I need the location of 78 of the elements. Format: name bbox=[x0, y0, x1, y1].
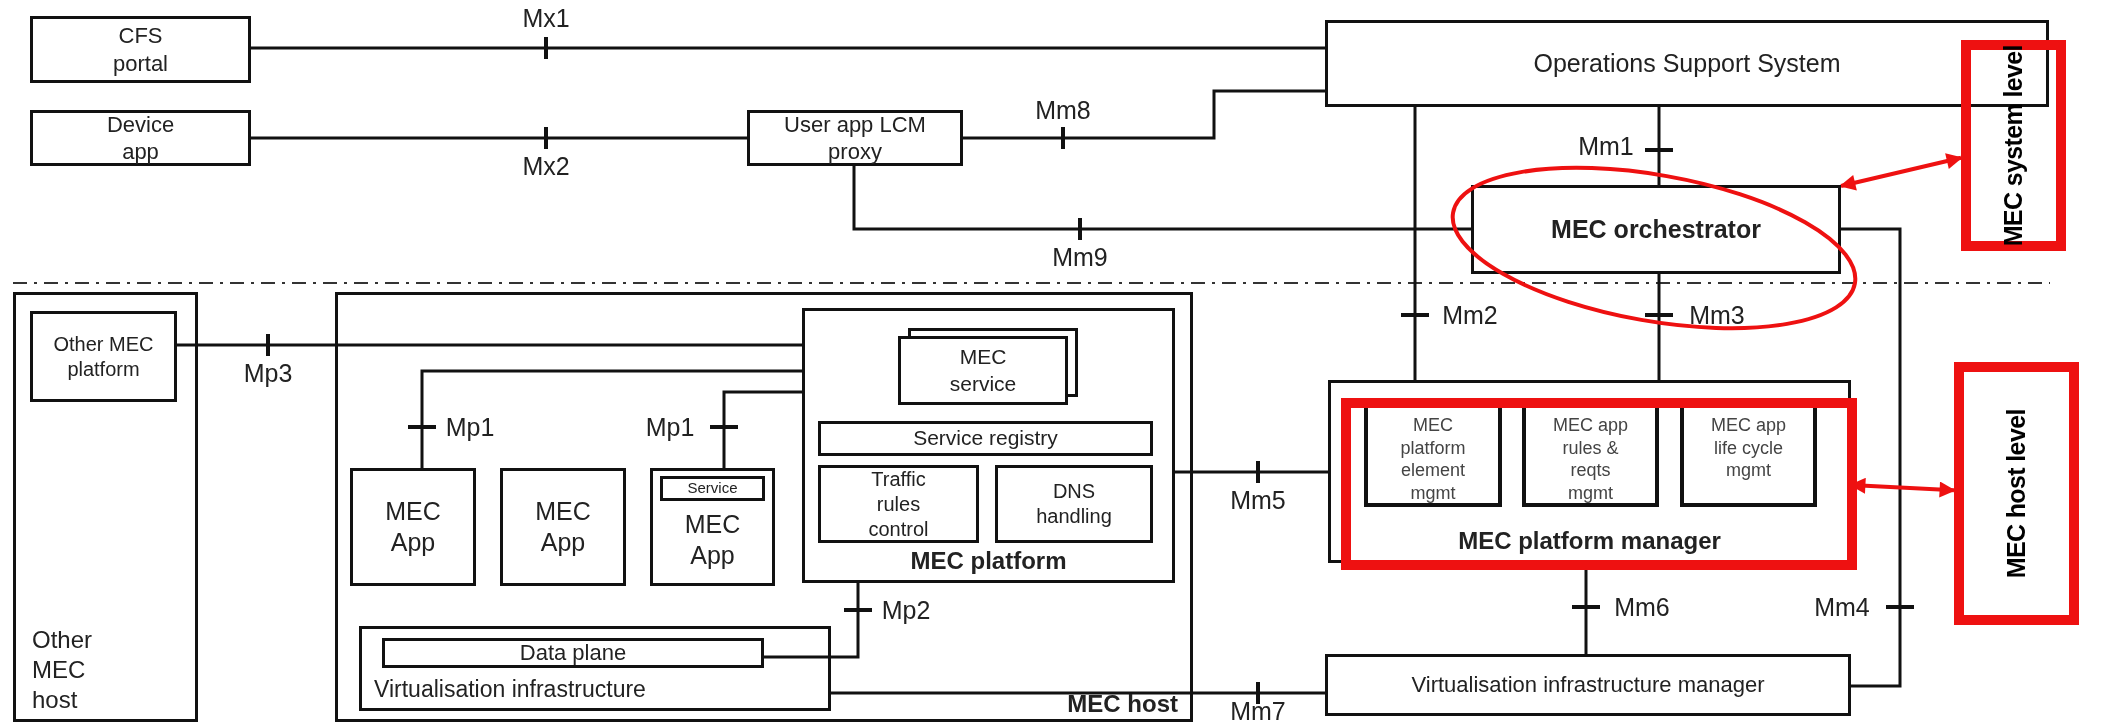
edge-label: Mm4 bbox=[1814, 594, 1870, 620]
process-box bbox=[30, 311, 177, 402]
interface-line bbox=[963, 89, 1325, 140]
edge-label: Mm8 bbox=[1035, 97, 1091, 123]
level-label: MEC system level bbox=[1997, 44, 2028, 247]
box-label: MEC service bbox=[948, 344, 1018, 397]
stacked-boxes bbox=[898, 328, 1078, 405]
process-box bbox=[1471, 185, 1841, 274]
level-label: MEC host level bbox=[2000, 408, 2031, 579]
edge-label: Mp3 bbox=[243, 360, 293, 386]
box-label: Virtualisation infrastructure manager bbox=[1411, 671, 1765, 699]
box-label: Device app bbox=[105, 110, 176, 166]
box-label: Other MEC platform bbox=[52, 331, 155, 382]
group-title: Other MEC host bbox=[32, 625, 94, 715]
process-box bbox=[818, 421, 1153, 456]
box-label: Service registry bbox=[913, 425, 1058, 452]
box-label: Virtualisation infrastructure bbox=[374, 675, 646, 704]
process-box bbox=[747, 110, 963, 166]
interface-line bbox=[177, 343, 802, 347]
app-box bbox=[500, 468, 626, 586]
box-label: MEC App bbox=[534, 495, 592, 558]
process-box bbox=[30, 16, 251, 83]
level-box bbox=[1954, 362, 2079, 625]
box-label: MEC App bbox=[683, 508, 742, 571]
edge-label: Mm6 bbox=[1614, 594, 1670, 620]
interface-line bbox=[764, 583, 860, 659]
edge-label: Mm2 bbox=[1442, 302, 1498, 328]
process-box bbox=[818, 465, 979, 543]
interface-line bbox=[831, 691, 1325, 695]
process-box bbox=[1325, 654, 1851, 716]
service-tag bbox=[660, 476, 765, 501]
infrastructure-box bbox=[359, 626, 831, 711]
box-label: User app LCM proxy bbox=[783, 110, 927, 166]
box-label: MEC App bbox=[384, 495, 442, 558]
group-title: MEC platform manager bbox=[1458, 526, 1721, 556]
interface-line bbox=[1657, 107, 1661, 185]
edge-label: Mm7 bbox=[1230, 698, 1286, 724]
host-box bbox=[335, 292, 1193, 722]
manager-box bbox=[1328, 380, 1851, 563]
box-label: CFS portal bbox=[111, 22, 169, 77]
box-label: MEC platform element mgmt bbox=[1399, 414, 1467, 504]
box-label: MEC app life cycle mgmt bbox=[1709, 414, 1787, 482]
interface-line bbox=[1175, 470, 1328, 474]
edge-label: Mp1 bbox=[445, 414, 495, 440]
interface-line bbox=[251, 46, 1325, 50]
edge-label: Mm9 bbox=[1052, 244, 1108, 270]
app-box bbox=[650, 468, 775, 586]
box-label: DNS handling bbox=[1035, 479, 1113, 529]
box-label: MEC orchestrator bbox=[1551, 213, 1761, 245]
box-label: MEC app rules & reqts mgmt bbox=[1551, 414, 1629, 504]
edge-label: Mx1 bbox=[522, 5, 570, 31]
box-label: Operations Support System bbox=[1533, 47, 1841, 79]
app-box bbox=[350, 468, 476, 586]
group-title: MEC platform bbox=[910, 546, 1067, 576]
interface-line bbox=[420, 369, 802, 468]
interface-line bbox=[1657, 274, 1661, 380]
edge-label: Mp1 bbox=[645, 414, 695, 440]
level-box bbox=[1961, 40, 2066, 251]
interface-line bbox=[722, 390, 802, 468]
interface-line bbox=[1841, 227, 1902, 688]
box-label: Data plane bbox=[519, 639, 627, 667]
edge-label: Mx2 bbox=[522, 153, 570, 179]
interface-line bbox=[1413, 107, 1417, 380]
edge-label: Mp2 bbox=[881, 597, 931, 623]
highlight-arrow bbox=[1839, 153, 1963, 191]
group-title: MEC host bbox=[1067, 689, 1178, 719]
platform-box bbox=[802, 308, 1175, 583]
edge-label: Mm5 bbox=[1230, 487, 1286, 513]
process-box bbox=[382, 638, 764, 668]
box-label: Service bbox=[687, 479, 738, 498]
edge-label: Mm1 bbox=[1578, 133, 1634, 159]
interface-line bbox=[852, 166, 1471, 231]
edge-label: Mm3 bbox=[1689, 302, 1745, 328]
process-box bbox=[30, 110, 251, 166]
process-box bbox=[995, 465, 1153, 543]
interface-line bbox=[251, 136, 747, 140]
host-box bbox=[13, 292, 198, 722]
box-label: Traffic rules control bbox=[867, 466, 930, 542]
